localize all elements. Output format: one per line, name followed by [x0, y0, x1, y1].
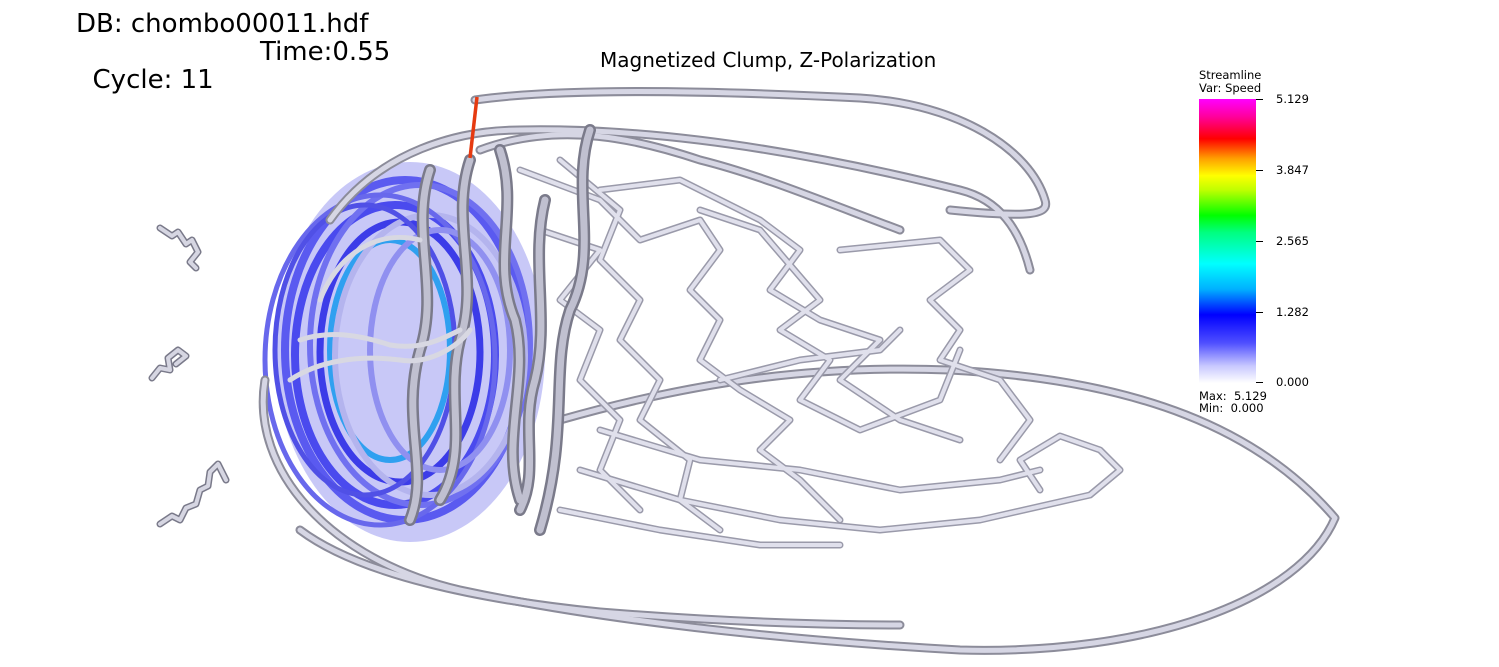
- legend-tick: [1256, 241, 1263, 242]
- legend-tick: [1256, 312, 1263, 313]
- legend-tick: [1256, 170, 1263, 171]
- legend-tick: [1256, 382, 1263, 383]
- legend-tick: [1256, 99, 1263, 100]
- cycle-label: Cycle: 11: [92, 65, 214, 95]
- isolated-streamline-fragments: [148, 224, 230, 528]
- streamline-tubes: [258, 87, 1340, 655]
- legend-tick-label-min: 0.000: [1276, 375, 1309, 389]
- time-label: Time:0.55: [260, 37, 391, 67]
- legend-tick-label-max: 5.129: [1276, 92, 1309, 106]
- legend-min-value: Min: 0.000: [1199, 401, 1264, 415]
- plot-title: Magnetized Clump, Z-Polarization: [600, 48, 937, 72]
- legend-title-plot-type: Streamline: [1199, 68, 1262, 82]
- blue-core-streamlines: [262, 162, 545, 542]
- legend-tick-label: 3.847: [1276, 163, 1309, 177]
- legend-title: Streamline Var: Speed: [1199, 69, 1261, 95]
- database-label: DB: chombo00011.hdf: [76, 9, 369, 39]
- legend-title-variable: Var: Speed: [1199, 81, 1262, 95]
- high-speed-streamline: [468, 96, 479, 159]
- legend-tick-label: 1.282: [1276, 305, 1309, 319]
- color-legend-bar: [1199, 99, 1256, 383]
- legend-tick-label: 2.565: [1276, 234, 1309, 248]
- legend-max-value: Max: 5.129: [1199, 389, 1267, 403]
- cycle-time-row: Cycle: 11 Time:0.55: [76, 38, 391, 122]
